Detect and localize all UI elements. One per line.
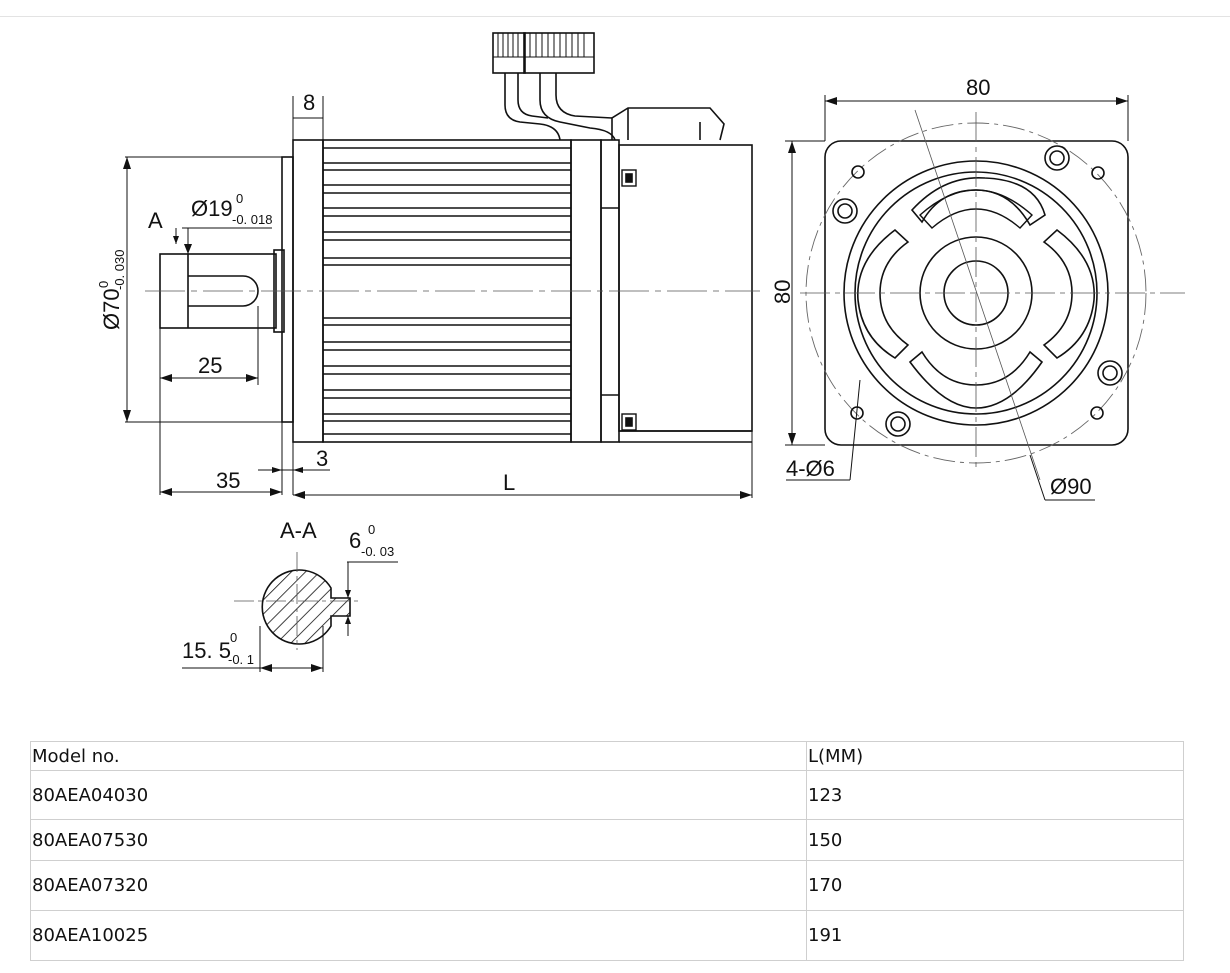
dim-key-length: 25 — [198, 353, 222, 378]
cell-model-no: 80AEA07320 — [30, 860, 807, 911]
dim-mount-holes: 4-Ø6 — [786, 456, 835, 481]
side-view-dimensions — [123, 96, 753, 499]
cell-model-no: 80AEA07530 — [30, 819, 807, 861]
table-row: 80AEA07320 170 — [30, 860, 1184, 911]
tol-key-width-lower: -0. 03 — [361, 544, 394, 559]
dim-flange-thickness: 8 — [303, 90, 315, 115]
tol-key-depth-lower: -0. 1 — [228, 652, 254, 667]
connector-plug-right — [523, 32, 595, 74]
dim-square-width: 80 — [966, 75, 990, 100]
dim-pilot-depth: 3 — [316, 446, 328, 471]
keyway — [188, 275, 259, 307]
cell-length: 191 — [806, 910, 1184, 961]
connector-plug-left — [492, 32, 526, 74]
encoder-cover — [618, 144, 753, 432]
cell-length: 123 — [806, 770, 1184, 820]
header-model-no: Model no. — [30, 741, 807, 771]
table-row: 80AEA07530 150 — [30, 819, 1184, 861]
cell-length: 170 — [806, 860, 1184, 911]
cell-model-no: 80AEA04030 — [30, 770, 807, 820]
drawing-labels: 8 80 80 A Ø19 0 -0. 018 Ø70 0 -0. 030 25… — [96, 75, 1092, 667]
cable-1 — [504, 73, 561, 141]
section-ref-a: A — [148, 208, 163, 233]
dim-body-length: L — [503, 470, 515, 495]
servo-motor-dimension-drawing: 8 80 80 A Ø19 0 -0. 018 Ø70 0 -0. 030 25… — [96, 32, 1185, 672]
cooling-fins — [323, 147, 571, 435]
tol-shaft-dia-lower: -0. 018 — [232, 212, 272, 227]
dim-shaft-dia: Ø19 — [191, 196, 233, 221]
cell-model-no: 80AEA10025 — [30, 910, 807, 961]
front-view — [800, 109, 1185, 481]
table-row: 80AEA04030 123 — [30, 770, 1184, 820]
section-title: A-A — [280, 518, 317, 543]
top-divider — [0, 16, 1230, 17]
dim-key-depth: 15. 5 — [182, 638, 231, 663]
front-view-dimensions — [785, 95, 1129, 501]
section-a-a — [234, 552, 360, 650]
table-row: 80AEA10025 191 — [30, 910, 1184, 961]
tol-shaft-dia-upper: 0 — [236, 191, 243, 206]
header-length: L(MM) — [806, 741, 1184, 771]
tol-key-depth-upper: 0 — [230, 630, 237, 645]
cable-1b — [517, 73, 549, 119]
section-dimensions — [182, 561, 398, 672]
tol-pilot-dia-lower: -0. 030 — [112, 250, 127, 290]
cable-2 — [539, 73, 616, 141]
side-view — [145, 32, 760, 443]
dim-bolt-circle: Ø90 — [1050, 474, 1092, 499]
table-header-row: Model no. L(MM) — [30, 741, 1184, 771]
cable-2b — [555, 73, 613, 119]
cable-outlet — [611, 107, 725, 141]
connector-pins — [493, 33, 594, 58]
cell-length: 150 — [806, 819, 1184, 861]
tol-pilot-dia-upper: 0 — [96, 281, 111, 288]
dim-pilot-dia: Ø70 — [99, 288, 124, 330]
dim-square-height: 80 — [770, 280, 795, 304]
model-length-table: Model no. L(MM) 80AEA04030 123 80AEA0753… — [30, 741, 1184, 961]
tol-key-width-upper: 0 — [368, 522, 375, 537]
dim-shaft-length: 35 — [216, 468, 240, 493]
dim-key-width: 6 — [349, 528, 361, 553]
